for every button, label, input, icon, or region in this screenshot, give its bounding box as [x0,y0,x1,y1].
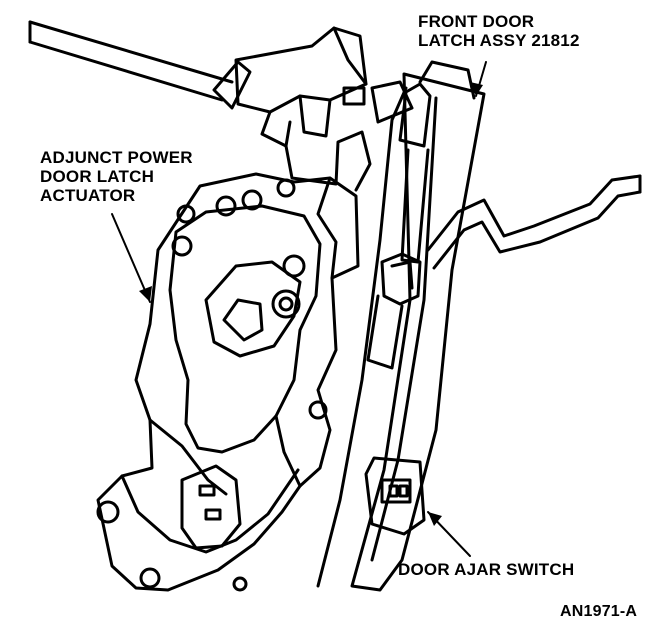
callout-front-door-latch-line-2: LATCH ASSY 21812 [418,31,580,50]
leader-adjunct-actuator [111,213,151,303]
arrowhead-adjunct-actuator [139,286,152,302]
arrowhead-front-door-latch [470,82,483,96]
mounting-holes [96,178,328,592]
callout-front-door-latch-line-1: FRONT DOOR [418,12,535,31]
lock-rod [28,20,234,102]
arrowhead-door-ajar-switch [428,512,442,526]
rod-guide-clip [366,252,422,370]
actuator-connector [180,464,242,550]
callout-adjunct-actuator-line-3: ACTUATOR [40,186,136,205]
callout-front-door-latch: FRONT DOOR LATCH ASSY 21812 [418,12,580,50]
callout-door-ajar-switch: DOOR AJAR SWITCH [398,560,575,579]
callout-adjunct-actuator: ADJUNCT POWER DOOR LATCH ACTUATOR [40,148,193,205]
callout-adjunct-actuator-line-2: DOOR LATCH [40,167,155,186]
actuator-housing [96,172,360,592]
figure-id: AN1971-A [560,603,638,620]
latch-plate [316,60,486,592]
latch-linkage-rod [426,174,642,270]
callout-adjunct-actuator-line-1: ADJUNCT POWER [40,148,193,167]
rod-clip-assembly [212,26,414,192]
door-ajar-switch [364,456,426,536]
